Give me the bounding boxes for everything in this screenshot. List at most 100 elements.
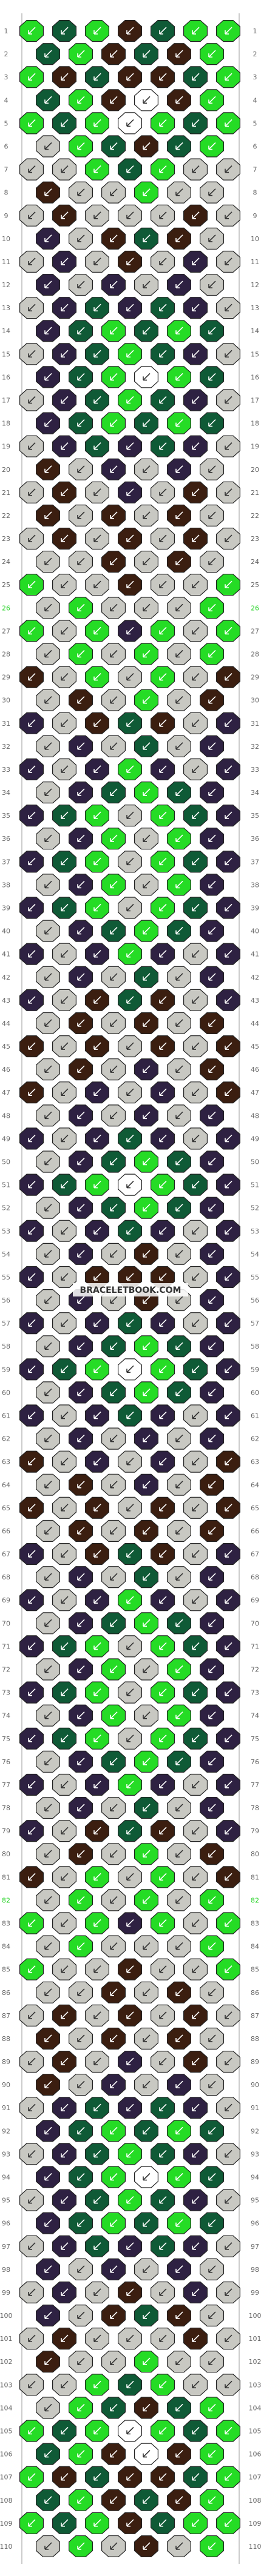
knot bbox=[118, 1635, 142, 1658]
forward-knot-arrow-icon bbox=[126, 1273, 134, 1281]
forward-knot-arrow-icon bbox=[175, 2496, 183, 2504]
forward-knot-arrow-icon bbox=[159, 1504, 167, 1512]
forward-knot-arrow-icon bbox=[143, 1250, 151, 1258]
knot bbox=[167, 874, 191, 896]
knot bbox=[19, 897, 44, 919]
knot bbox=[68, 1750, 93, 1773]
knot bbox=[151, 758, 175, 781]
forward-knot-arrow-icon bbox=[93, 2011, 101, 2019]
forward-knot-arrow-icon bbox=[175, 1711, 183, 1719]
row-number-label: 110 bbox=[0, 2543, 13, 2551]
forward-knot-arrow-icon bbox=[225, 165, 232, 173]
forward-knot-arrow-icon bbox=[192, 211, 200, 219]
forward-knot-arrow-icon bbox=[143, 557, 151, 565]
row-number-label: 54 bbox=[2, 1250, 10, 1258]
forward-knot-arrow-icon bbox=[28, 811, 36, 819]
forward-knot-arrow-icon bbox=[159, 73, 167, 81]
row-number-label: 31 bbox=[251, 720, 259, 728]
forward-knot-arrow-icon bbox=[93, 488, 101, 496]
knot bbox=[200, 1750, 224, 1773]
forward-knot-arrow-icon bbox=[192, 1919, 200, 1927]
knot bbox=[52, 2004, 77, 2027]
forward-knot-arrow-icon bbox=[93, 2426, 101, 2435]
forward-knot-arrow-icon bbox=[28, 765, 36, 773]
forward-knot-arrow-icon bbox=[77, 2357, 85, 2366]
knot bbox=[101, 1473, 126, 1496]
forward-knot-arrow-icon bbox=[175, 1019, 183, 1027]
forward-knot-arrow-icon bbox=[28, 257, 36, 265]
forward-knot-arrow-icon bbox=[110, 2496, 118, 2504]
forward-knot-arrow-icon bbox=[77, 1619, 85, 1627]
row-number-label: 81 bbox=[251, 1873, 259, 1881]
knot bbox=[19, 204, 44, 227]
forward-knot-arrow-icon bbox=[93, 73, 101, 81]
knot bbox=[85, 2189, 109, 2211]
forward-knot-arrow-icon bbox=[28, 673, 36, 681]
row-number-label: 51 bbox=[2, 1181, 10, 1189]
forward-knot-arrow-icon bbox=[208, 2219, 216, 2227]
forward-knot-arrow-icon bbox=[143, 2219, 151, 2227]
knot bbox=[101, 2027, 126, 2050]
knot bbox=[183, 112, 208, 134]
forward-knot-arrow-icon bbox=[110, 1111, 118, 1120]
forward-knot-arrow-icon bbox=[225, 1596, 232, 1604]
forward-knot-arrow-icon bbox=[225, 2057, 232, 2065]
row-number-label: 89 bbox=[2, 2058, 10, 2066]
row-number-label: 47 bbox=[2, 1089, 10, 1097]
forward-knot-arrow-icon bbox=[175, 511, 183, 519]
forward-knot-arrow-icon bbox=[93, 1827, 101, 1834]
forward-knot-arrow-icon bbox=[143, 373, 151, 381]
forward-knot-arrow-icon bbox=[175, 2219, 183, 2227]
forward-knot-arrow-icon bbox=[44, 327, 52, 335]
knot bbox=[216, 250, 240, 273]
row-number-label: 37 bbox=[2, 858, 10, 866]
knot bbox=[118, 620, 142, 642]
row-number-label: 85 bbox=[251, 1966, 259, 1974]
knot bbox=[151, 204, 175, 227]
knot bbox=[200, 43, 224, 65]
knot bbox=[167, 1058, 191, 1081]
forward-knot-arrow-icon bbox=[175, 142, 183, 150]
forward-knot-arrow-icon bbox=[110, 327, 118, 335]
forward-knot-arrow-icon bbox=[208, 742, 216, 750]
forward-knot-arrow-icon bbox=[44, 1896, 52, 1904]
row-number-label: 33 bbox=[2, 766, 10, 774]
forward-knot-arrow-icon bbox=[110, 603, 118, 612]
knot bbox=[85, 805, 109, 827]
forward-knot-arrow-icon bbox=[77, 1204, 85, 1212]
forward-knot-arrow-icon bbox=[126, 73, 134, 81]
knot bbox=[134, 2258, 158, 2280]
forward-knot-arrow-icon bbox=[225, 2011, 232, 2019]
knot bbox=[216, 1820, 240, 1842]
forward-knot-arrow-icon bbox=[225, 1088, 232, 1097]
knot bbox=[134, 412, 158, 434]
forward-knot-arrow-icon bbox=[225, 580, 232, 589]
knot bbox=[52, 1173, 77, 1196]
forward-knot-arrow-icon bbox=[159, 1965, 167, 1973]
forward-knot-arrow-icon bbox=[110, 557, 118, 565]
forward-knot-arrow-icon bbox=[143, 327, 151, 335]
forward-knot-arrow-icon bbox=[61, 1781, 69, 1788]
forward-knot-arrow-icon bbox=[159, 1088, 167, 1097]
forward-knot-arrow-icon bbox=[192, 2426, 200, 2435]
forward-knot-arrow-icon bbox=[208, 1804, 216, 1811]
forward-knot-arrow-icon bbox=[192, 857, 200, 866]
knot bbox=[183, 1312, 208, 1335]
knot bbox=[35, 1704, 61, 1727]
forward-knot-arrow-icon bbox=[93, 534, 101, 542]
forward-knot-arrow-icon bbox=[208, 465, 216, 473]
forward-knot-arrow-icon bbox=[225, 1411, 232, 1419]
knot bbox=[183, 1727, 208, 1750]
forward-knot-arrow-icon bbox=[225, 488, 232, 496]
row-number-label: 4 bbox=[4, 96, 8, 104]
forward-knot-arrow-icon bbox=[126, 580, 134, 589]
row-number-label: 12 bbox=[2, 281, 10, 289]
knot bbox=[167, 1197, 191, 1219]
knot bbox=[35, 274, 61, 296]
row-number-label: 104 bbox=[0, 2404, 13, 2412]
forward-knot-arrow-icon bbox=[126, 811, 134, 819]
row-number-label: 18 bbox=[2, 420, 10, 428]
knot bbox=[85, 574, 109, 596]
forward-knot-arrow-icon bbox=[61, 1688, 69, 1696]
forward-knot-arrow-icon bbox=[175, 2403, 183, 2412]
